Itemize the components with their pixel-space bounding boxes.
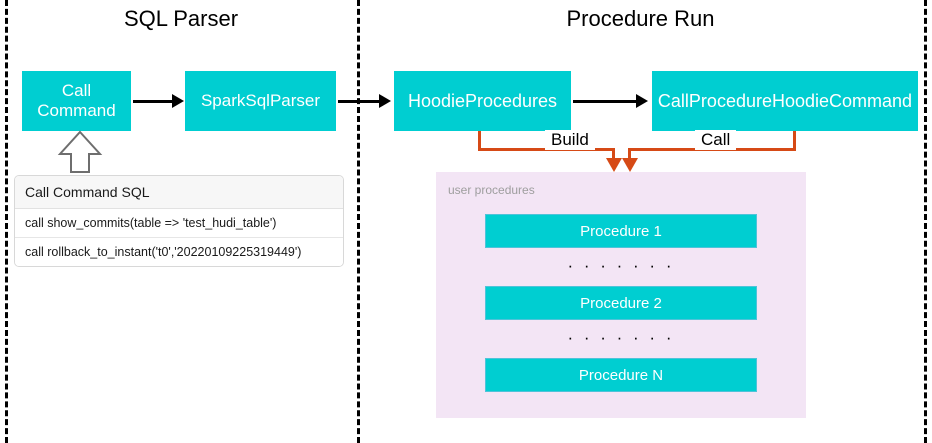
sql-card-row[interactable]: call show_commits(table => 'test_hudi_ta…	[15, 209, 343, 238]
divider-dashed-middle	[357, 0, 360, 443]
orange-call-arrowhead-icon	[622, 158, 638, 172]
sql-card-row[interactable]: call rollback_to_instant('t0','202201092…	[15, 238, 343, 266]
orange-build-arrowhead-icon	[606, 158, 622, 172]
orange-call-vertical	[793, 131, 796, 150]
arrow-spark-to-hoodie-head-icon	[379, 94, 391, 108]
call-command-sql-card: Call Command SQL call show_commits(table…	[14, 175, 344, 267]
sql-card-header: Call Command SQL	[15, 176, 343, 209]
procedure-item-1[interactable]: Procedure 1	[485, 214, 757, 248]
orange-build-vertical	[478, 131, 481, 150]
divider-dashed-right	[924, 0, 927, 443]
node-call-command[interactable]: Call Command	[22, 71, 131, 131]
node-spark-sql-parser[interactable]: SparkSqlParser	[185, 71, 336, 131]
arrow-call-command-to-spark-line	[133, 100, 173, 103]
divider-dashed-left	[5, 0, 8, 443]
arrow-hoodie-to-callprocedure-line	[573, 100, 637, 103]
edge-label-build: Build	[545, 130, 595, 150]
procedures-ellipsis-1: · · · · · · ·	[567, 256, 675, 275]
arrow-hoodie-to-callprocedure-head-icon	[636, 94, 648, 108]
procedures-ellipsis-2: · · · · · · ·	[567, 328, 675, 347]
arrow-spark-to-hoodie-line	[338, 100, 380, 103]
edge-label-call: Call	[695, 130, 737, 150]
procedure-item-2[interactable]: Procedure 2	[485, 286, 757, 320]
orange-build-drop	[612, 148, 615, 161]
orange-call-drop	[628, 148, 631, 161]
section-title-sql-parser: SQL Parser	[123, 6, 239, 31]
section-title-procedure-run: Procedure Run	[566, 6, 715, 31]
procedure-item-n[interactable]: Procedure N	[485, 358, 757, 392]
node-hoodie-procedures[interactable]: HoodieProcedures	[394, 71, 571, 131]
arrow-call-command-to-spark-head-icon	[172, 94, 184, 108]
node-call-procedure-hoodie-command[interactable]: CallProcedureHoodieCommand	[652, 71, 918, 131]
user-procedures-label: user procedures	[448, 183, 535, 197]
hollow-up-arrow-icon	[57, 130, 103, 179]
